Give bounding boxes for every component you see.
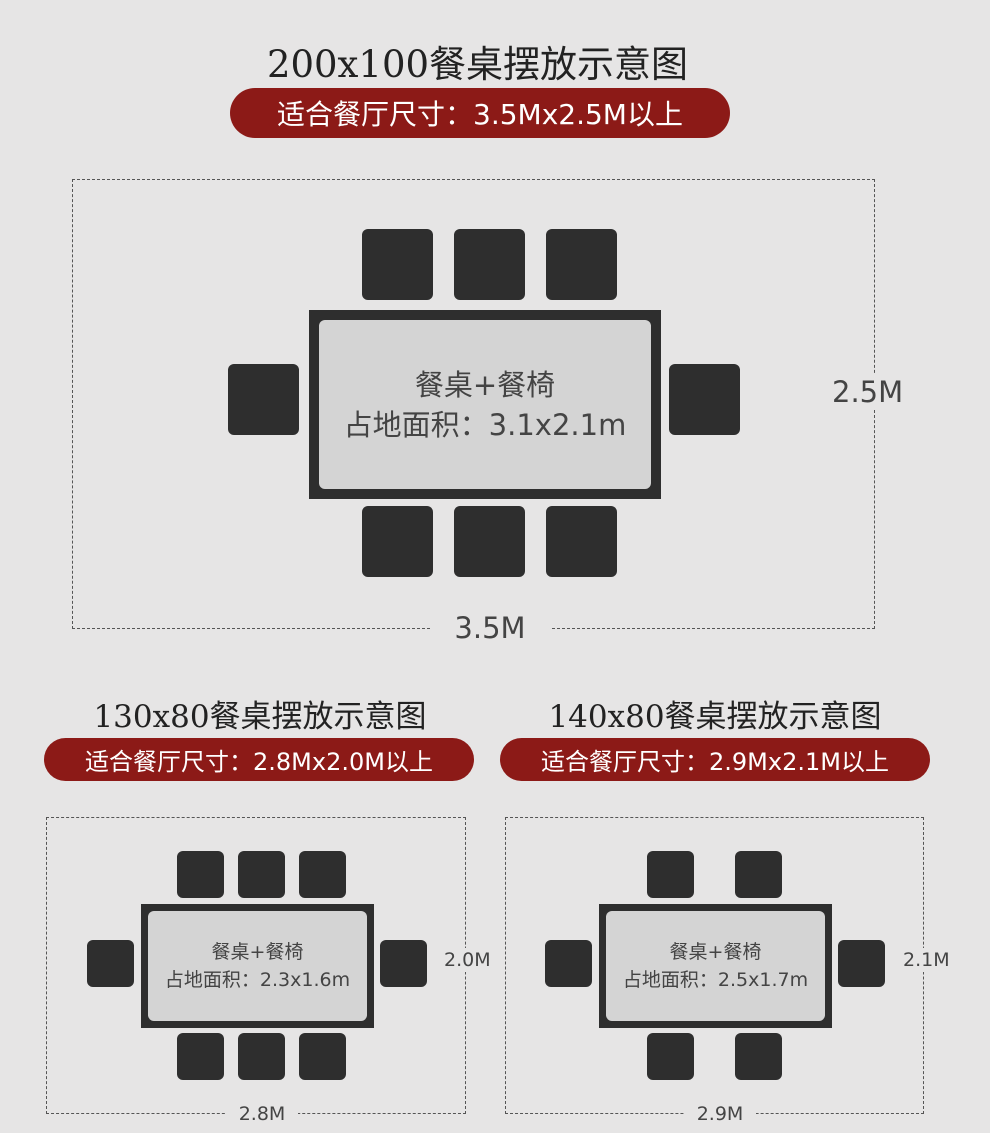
right-width-dimension: 2.9M [684, 1102, 756, 1126]
main-table-label: 餐桌+餐椅 [414, 367, 556, 402]
left-chair-bottom-3 [299, 1033, 346, 1080]
left-title: 130x80餐桌摆放示意图 [93, 699, 427, 735]
main-chair-right [669, 364, 740, 435]
main-chair-top-2 [454, 229, 525, 300]
main-chair-top-3 [546, 229, 617, 300]
main-chair-bottom-2 [454, 506, 525, 577]
left-width-dimension: 2.8M [226, 1102, 298, 1126]
right-chair-top-2 [735, 851, 782, 898]
right-chair-right [838, 940, 885, 987]
main-chair-bottom-1 [362, 506, 433, 577]
main-height-dimension: 2.5M [830, 374, 906, 410]
left-room-size-badge: 适合餐厅尺寸：2.8Mx2.0M以上 [44, 738, 474, 781]
main-width-dimension: 3.5M [430, 610, 550, 646]
right-chair-bottom-2 [735, 1033, 782, 1080]
main-room-size-badge: 适合餐厅尺寸：3.5Mx2.5M以上 [230, 88, 730, 138]
left-tabletop: 餐桌+餐椅 占地面积：2.3x1.6m [148, 911, 367, 1021]
left-chair-left [87, 940, 134, 987]
right-dining-table: 餐桌+餐椅 占地面积：2.5x1.7m [599, 904, 832, 1028]
left-table-area: 占地面积：2.3x1.6m [164, 969, 351, 991]
left-height-dimension: 2.0M [443, 948, 492, 972]
left-chair-top-1 [177, 851, 224, 898]
main-chair-bottom-3 [546, 506, 617, 577]
main-chair-left [228, 364, 299, 435]
left-table-label: 餐桌+餐椅 [211, 941, 304, 963]
right-chair-top-1 [647, 851, 694, 898]
main-dining-table: 餐桌+餐椅 占地面积：3.1x2.1m [309, 310, 661, 499]
left-dining-table: 餐桌+餐椅 占地面积：2.3x1.6m [141, 904, 374, 1028]
right-chair-bottom-1 [647, 1033, 694, 1080]
right-chair-left [545, 940, 592, 987]
right-table-area: 占地面积：2.5x1.7m [622, 969, 809, 991]
right-table-label: 餐桌+餐椅 [669, 941, 762, 963]
right-tabletop: 餐桌+餐椅 占地面积：2.5x1.7m [606, 911, 825, 1021]
left-chair-top-2 [238, 851, 285, 898]
main-table-area: 占地面积：3.1x2.1m [343, 407, 627, 442]
left-chair-top-3 [299, 851, 346, 898]
main-tabletop: 餐桌+餐椅 占地面积：3.1x2.1m [319, 320, 651, 489]
right-height-dimension: 2.1M [902, 948, 951, 972]
right-title: 140x80餐桌摆放示意图 [548, 699, 882, 735]
left-chair-right [380, 940, 427, 987]
left-chair-bottom-1 [177, 1033, 224, 1080]
main-chair-top-1 [362, 229, 433, 300]
main-title: 200x100餐桌摆放示意图 [266, 43, 689, 86]
left-chair-bottom-2 [238, 1033, 285, 1080]
right-room-size-badge: 适合餐厅尺寸：2.9Mx2.1M以上 [500, 738, 930, 781]
